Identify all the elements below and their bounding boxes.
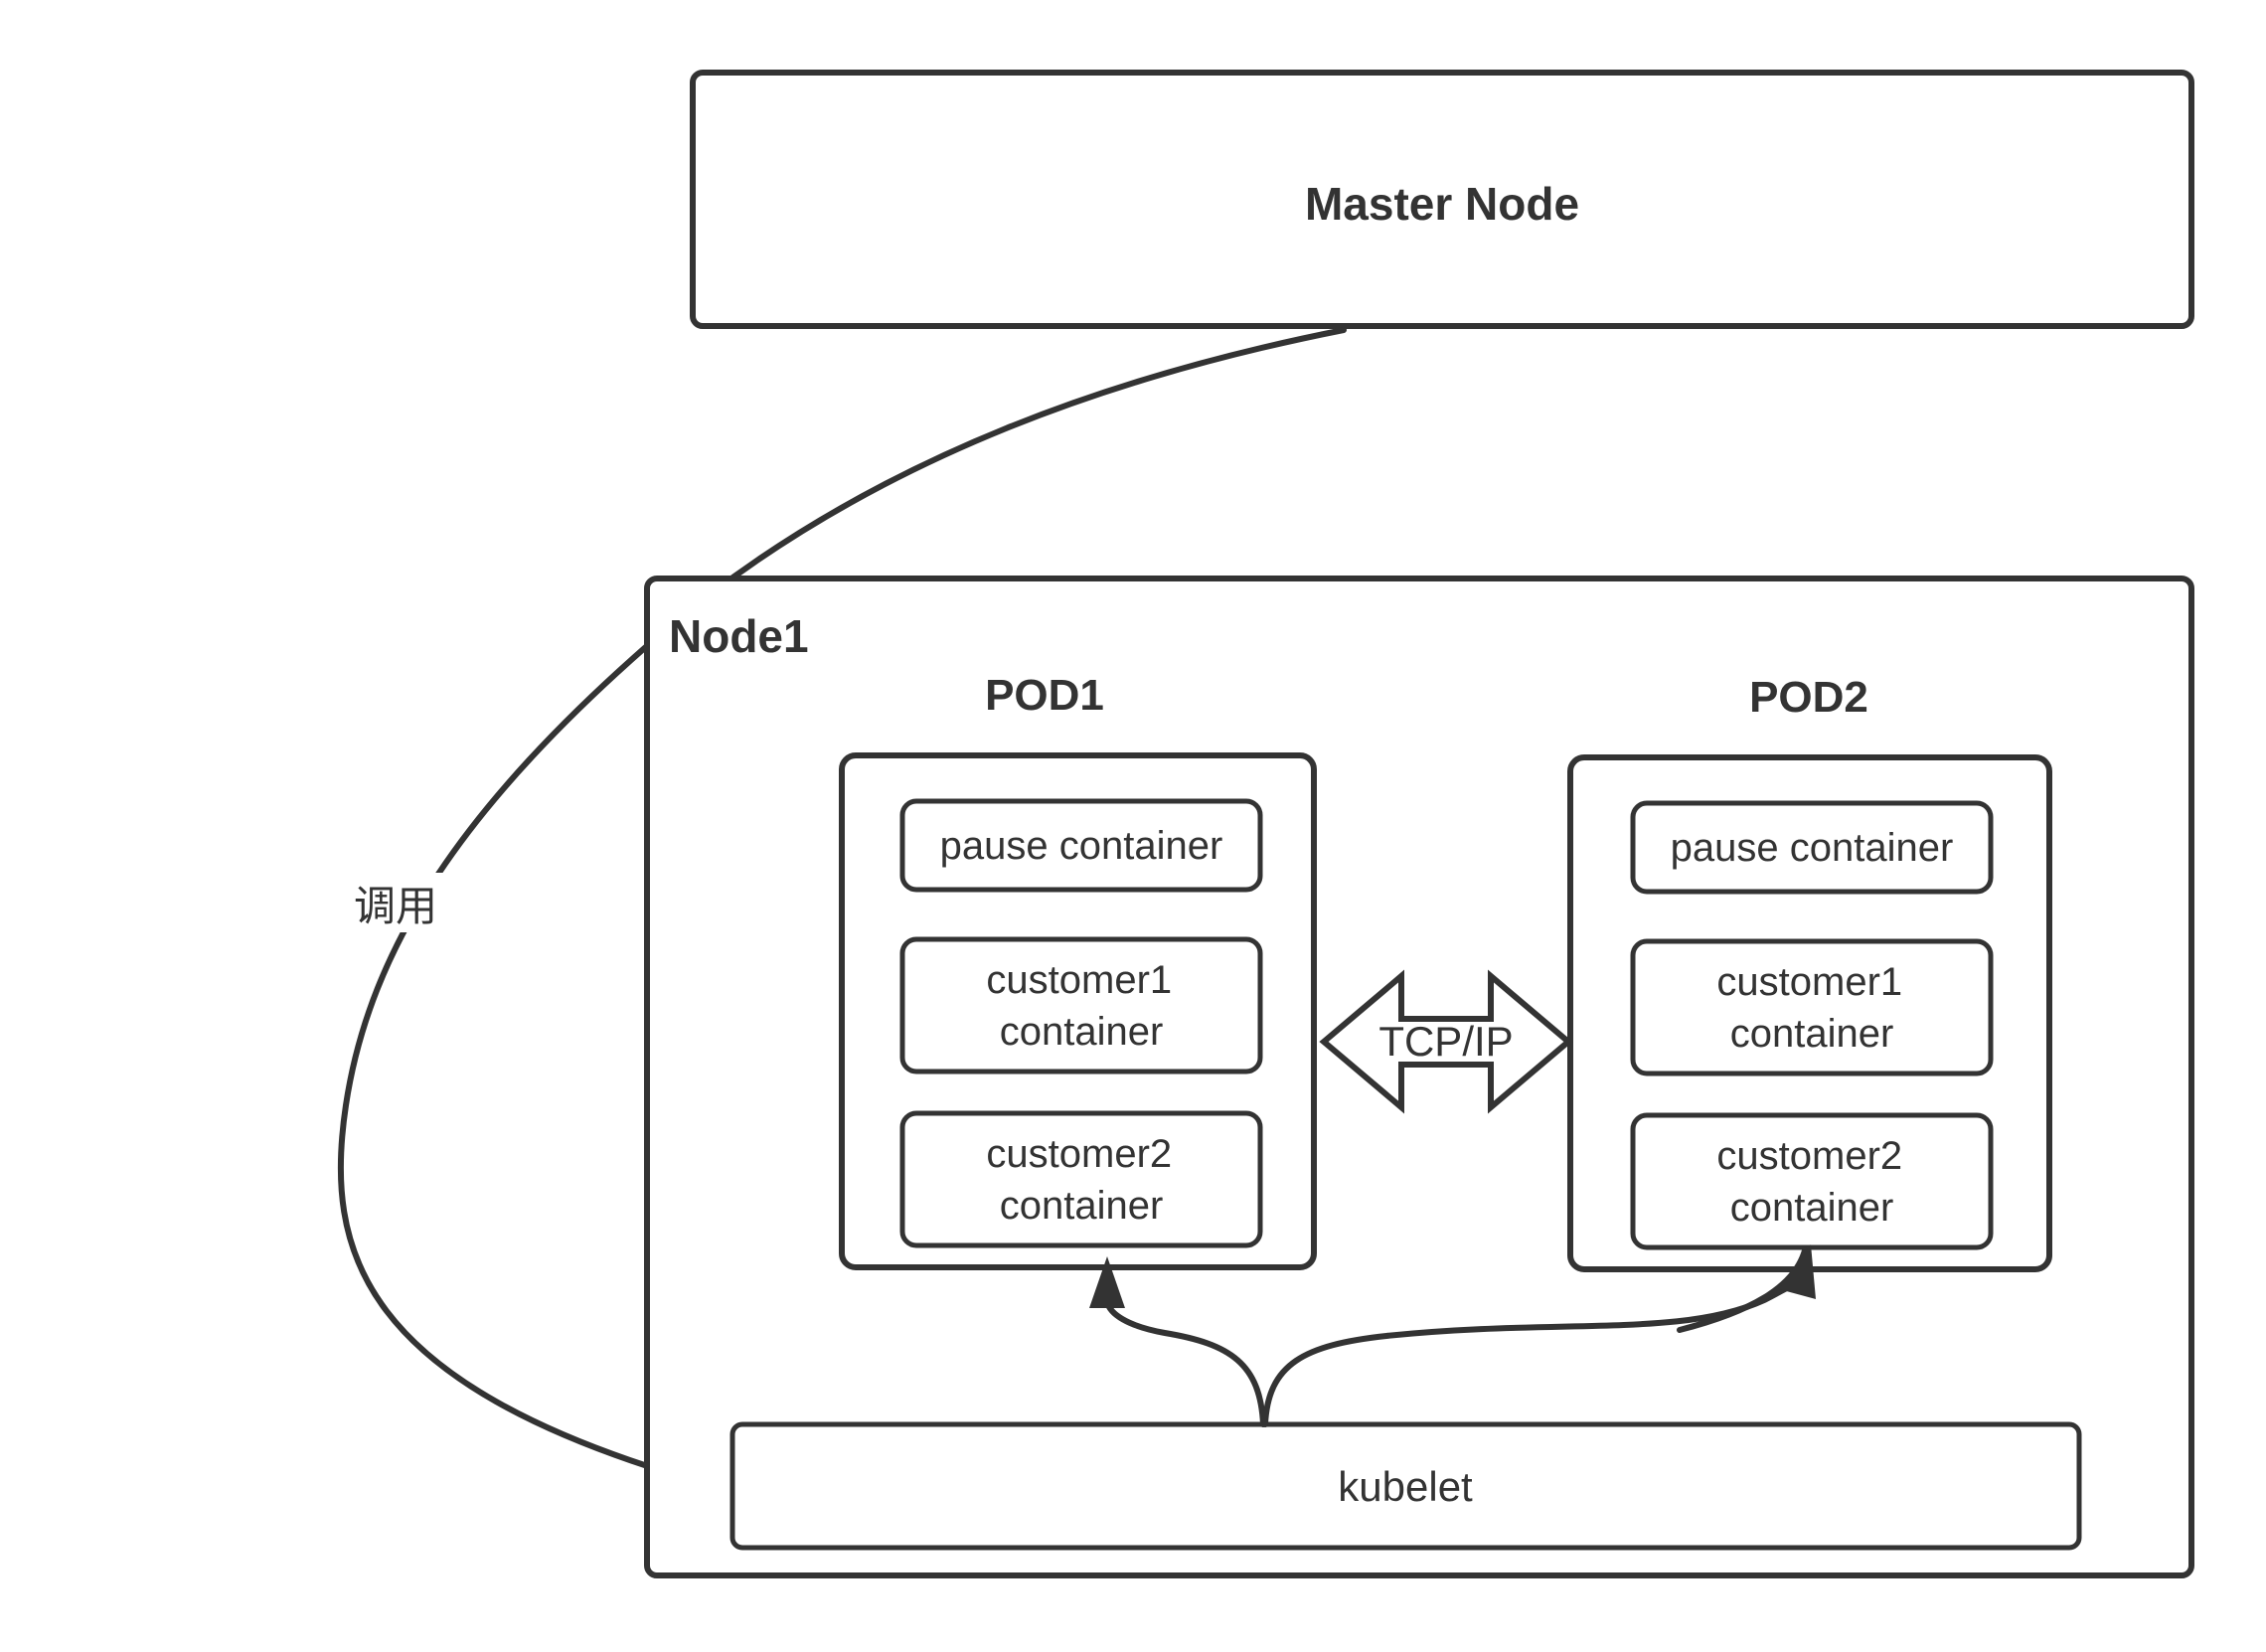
pod1-customer1-container-label: customer1 container [986,958,1176,1054]
pod2-customer1-container-box [1630,938,1994,1076]
tcpip-double-arrow [1319,969,1573,1114]
pod1-pause-container-label: pause container [940,824,1223,868]
kubelet-to-pod2-arrowhead [1779,1244,1816,1299]
pod1-pause-container-box [899,798,1263,893]
call-arrow-curve [337,327,1347,1484]
kubelet-to-pod2-curve [1262,1280,1810,1427]
pod1-customer1-container-box [899,936,1263,1074]
pod2-pause-container-box [1630,800,1994,895]
pod2-customer2-container-box [1630,1112,1994,1250]
master-node-box [690,70,2194,329]
master-node-label: Master Node [1305,178,1579,230]
pod1-customer2-container-label: customer2 container [986,1132,1176,1228]
call-label-mask [346,873,445,932]
pod1-customer2-container-box [899,1110,1263,1248]
tcpip-label: TCP/IP [1378,1018,1513,1065]
pod1-label: POD1 [985,671,1104,720]
kubelet-box [729,1421,2082,1551]
pod2-pause-container-label: pause container [1671,826,1954,870]
kubelet-label: kubelet [1338,1463,1473,1510]
kubelet-to-pod1-arrowhead [1089,1256,1125,1308]
pod2-customer2-container-label: customer2 container [1716,1134,1906,1230]
pod2-customer1-container-label: customer1 container [1716,960,1906,1056]
node1-label: Node1 [669,610,809,662]
pod2-label: POD2 [1749,673,1868,722]
call-arrow-label: 调用 [354,883,437,929]
kubelet-to-pod1-curve [1104,1299,1266,1427]
